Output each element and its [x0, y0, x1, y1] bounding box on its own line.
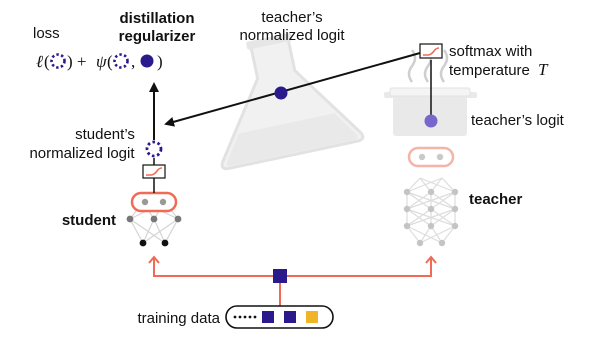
- sampled-data-point: [273, 269, 287, 283]
- teacher-logit-symbol: [140, 54, 154, 68]
- loss-label: loss: [33, 25, 60, 42]
- student-logit-symbol: [50, 53, 66, 69]
- teacher-logit-label: teacher’s logit: [471, 112, 565, 129]
- data-point: [306, 311, 318, 323]
- student-network-nodes: [126, 215, 182, 247]
- svg-text:): ): [157, 52, 163, 71]
- teacher-normalized-logit-label-2: normalized logit: [239, 27, 345, 44]
- teacher-logit-layer: [407, 146, 455, 168]
- temperature-label: temperature: [449, 62, 530, 79]
- teacher-normalized-logit-node: [274, 86, 288, 100]
- teacher-logit-node: [424, 114, 438, 128]
- teacher-label: teacher: [469, 191, 523, 208]
- teacher-to-student-arrow: [164, 52, 421, 127]
- student-logit-symbol: [113, 53, 129, 69]
- softmax-label: softmax with: [449, 43, 532, 60]
- svg-text:ℓ: ℓ: [36, 52, 43, 71]
- data-point: [284, 311, 296, 323]
- training-data-container: [225, 305, 334, 329]
- student-normalized-logit-label-2: normalized logit: [29, 145, 135, 162]
- svg-text:,: ,: [131, 52, 135, 71]
- data-point: [262, 311, 274, 323]
- data-to-teacher-arrow: [280, 255, 437, 277]
- svg-text:ψ: ψ: [96, 52, 107, 71]
- teacher-network-nodes: [403, 188, 459, 247]
- svg-text:) +: ) +: [67, 52, 87, 71]
- student-logit-layer: [130, 191, 178, 213]
- softmax-curve-icon: [142, 164, 166, 179]
- svg-text:(: (: [107, 52, 113, 71]
- svg-text:(: (: [44, 52, 50, 71]
- teacher-normalized-logit-label: teacher’s: [261, 9, 322, 26]
- temperature-symbol: T: [538, 60, 549, 79]
- loss-formula: ℓ ( ) + ψ ( , ): [36, 52, 163, 71]
- student-label: student: [62, 212, 116, 229]
- erlenmeyer-flask-icon: [220, 32, 365, 171]
- student-normalized-logit-label: student’s: [75, 126, 135, 143]
- data-to-student-arrow: [148, 255, 280, 277]
- regularizer-label: regularizer: [119, 28, 196, 45]
- distillation-label: distillation: [120, 10, 195, 27]
- training-data-label: training data: [137, 310, 220, 327]
- softmax-curve-icon: [419, 43, 443, 59]
- student-normalized-logit-node: [145, 140, 163, 158]
